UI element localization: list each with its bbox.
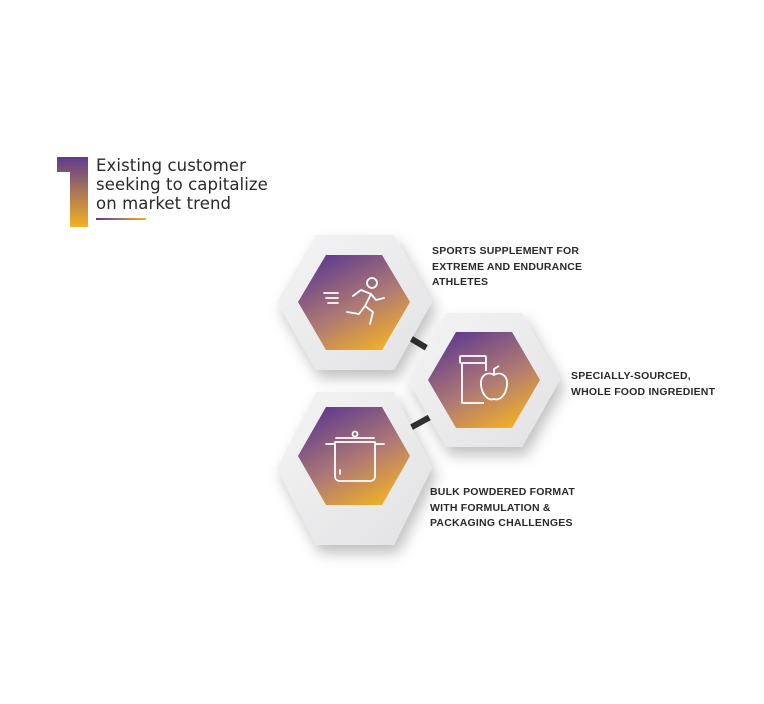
label-whole-food: SPECIALLY-SOURCED, WHOLE FOOD INGREDIENT — [571, 369, 715, 400]
title-line: seeking to capitalize — [96, 175, 268, 194]
runner-icon — [323, 277, 385, 325]
hex-whole-food — [408, 313, 560, 447]
page-title: Existing customer seeking to capitalize … — [96, 156, 268, 213]
number-one-graphic — [57, 157, 88, 227]
label-line: WITH FORMULATION & — [430, 501, 551, 514]
connector — [408, 413, 434, 431]
title-line: Existing customer — [96, 156, 246, 175]
label-line: SPORTS SUPPLEMENT FOR — [432, 245, 580, 257]
label-bulk-powder: BULK POWDERED FORMAT WITH FORMULATION & … — [430, 485, 575, 532]
label-line: BULK POWDERED FORMAT — [430, 486, 575, 498]
label-line: EXTREME AND ENDURANCE — [432, 260, 583, 273]
hex-sports-supplement — [277, 235, 432, 370]
jar-apple-icon — [459, 355, 508, 404]
hex-bulk-powder — [277, 392, 432, 545]
label-line: ATHLETES — [432, 276, 489, 288]
title-line: on market trend — [96, 194, 232, 213]
title-underline — [96, 218, 146, 220]
label-line: PACKAGING CHALLENGES — [430, 517, 573, 529]
label-line: SPECIALLY-SOURCED, — [571, 370, 691, 382]
label-line: WHOLE FOOD INGREDIENT — [571, 385, 716, 398]
cooking-pot-icon — [325, 430, 385, 482]
label-sports-supplement: SPORTS SUPPLEMENT FOR EXTREME AND ENDURA… — [432, 244, 582, 291]
